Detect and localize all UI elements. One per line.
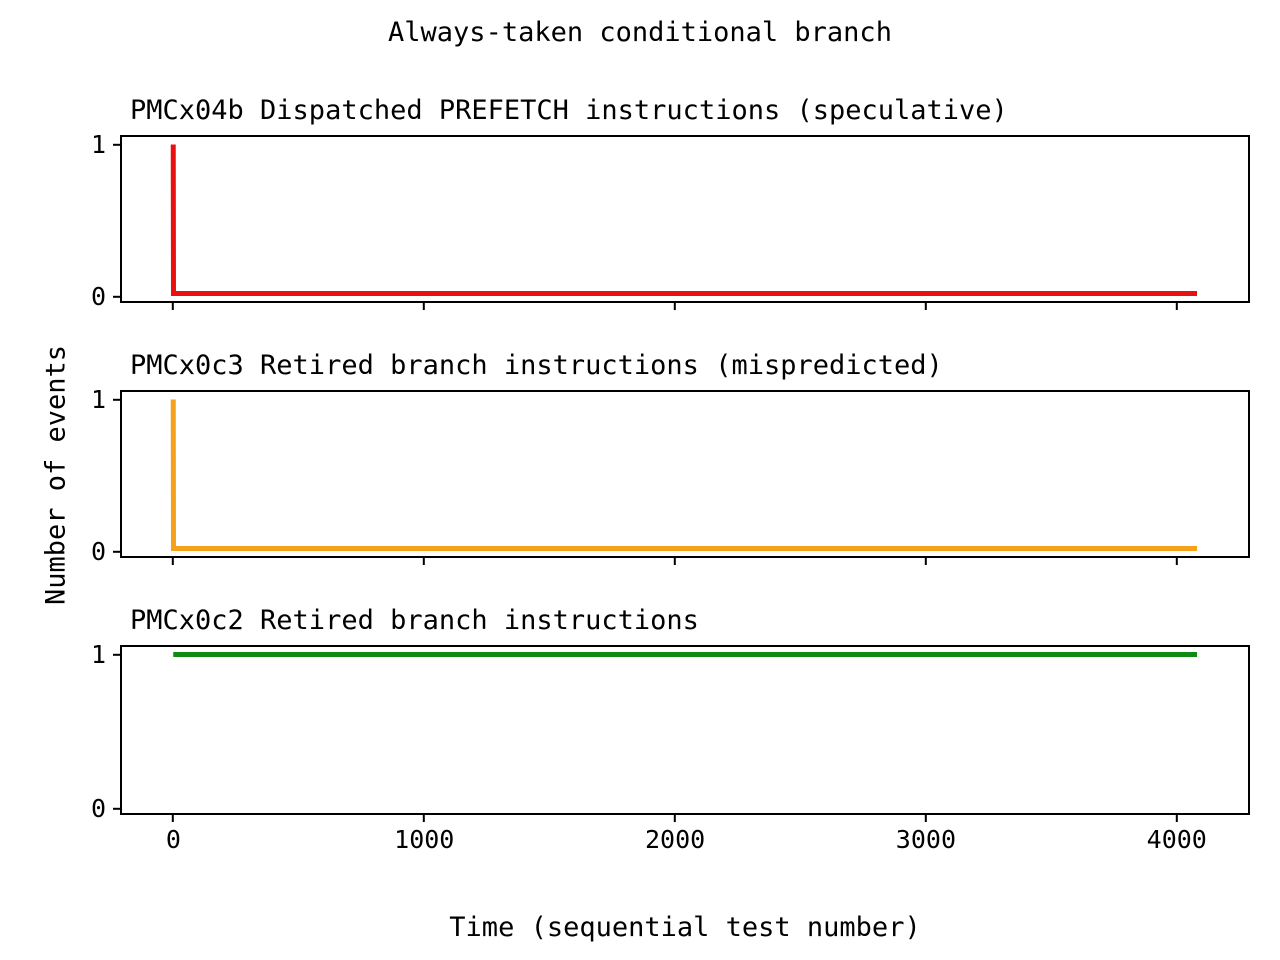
y-tick-mark: [113, 296, 122, 299]
y-tick-mark: [113, 653, 122, 656]
y-tick-label: 1: [90, 639, 106, 669]
y-tick-mark: [113, 143, 122, 146]
x-tick-label: 0: [165, 825, 181, 854]
subplot-mispredicted: PMCx0c3 Retired branch instructions (mis…: [91, 350, 1250, 565]
plot-line-retired: [122, 647, 1248, 813]
plot-line-prefetch: [122, 137, 1248, 301]
x-tick-label: 2000: [644, 825, 706, 854]
x-tick-label: 3000: [895, 825, 957, 854]
x-tick-mark: [172, 556, 175, 565]
x-tick-mark: [172, 301, 175, 310]
plot-line-mispredicted: [122, 392, 1248, 556]
subplot-title-retired: PMCx0c2 Retired branch instructions: [130, 605, 699, 636]
x-tick-mark: [1175, 813, 1178, 822]
axes-retired: 0 1 0 1000 2000 3000 4000: [91, 642, 1250, 852]
x-tick-label: 4000: [1146, 825, 1207, 854]
x-tick-mark: [172, 813, 175, 822]
subplot-title-mispredicted: PMCx0c3 Retired branch instructions (mis…: [130, 350, 943, 381]
x-tick-label: 1000: [394, 825, 455, 854]
y-tick-label: 0: [90, 282, 106, 312]
x-tick-mark: [924, 556, 927, 565]
x-tick-mark: [423, 556, 426, 565]
x-tick-mark: [423, 813, 426, 822]
x-tick-mark: [423, 301, 426, 310]
subplot-retired: PMCx0c2 Retired branch instructions 0 1 0 1…: [91, 605, 1250, 852]
y-tick-mark: [113, 398, 122, 401]
x-tick-mark: [673, 813, 676, 822]
x-tick-mark: [673, 301, 676, 310]
x-tick-mark: [924, 301, 927, 310]
y-tick-mark: [113, 551, 122, 554]
x-tick-mark: [673, 556, 676, 565]
y-tick-label: 1: [90, 384, 106, 414]
y-tick-label: 1: [90, 129, 106, 159]
y-tick-label: 0: [90, 794, 106, 824]
y-tick-mark: [113, 808, 122, 811]
x-axis-label: Time (sequential test number): [449, 912, 921, 943]
y-axis-label: Number of events: [40, 344, 72, 606]
y-tick-label: 0: [90, 537, 106, 567]
x-tick-mark: [924, 813, 927, 822]
figure-suptitle: Always-taken conditional branch: [388, 17, 892, 48]
subplot-title-prefetch: PMCx04b Dispatched PREFETCH instructions…: [130, 95, 1008, 126]
subplot-prefetch: PMCx04b Dispatched PREFETCH instructions…: [91, 95, 1250, 310]
x-tick-mark: [1175, 301, 1178, 310]
x-tick-mark: [1175, 556, 1178, 565]
